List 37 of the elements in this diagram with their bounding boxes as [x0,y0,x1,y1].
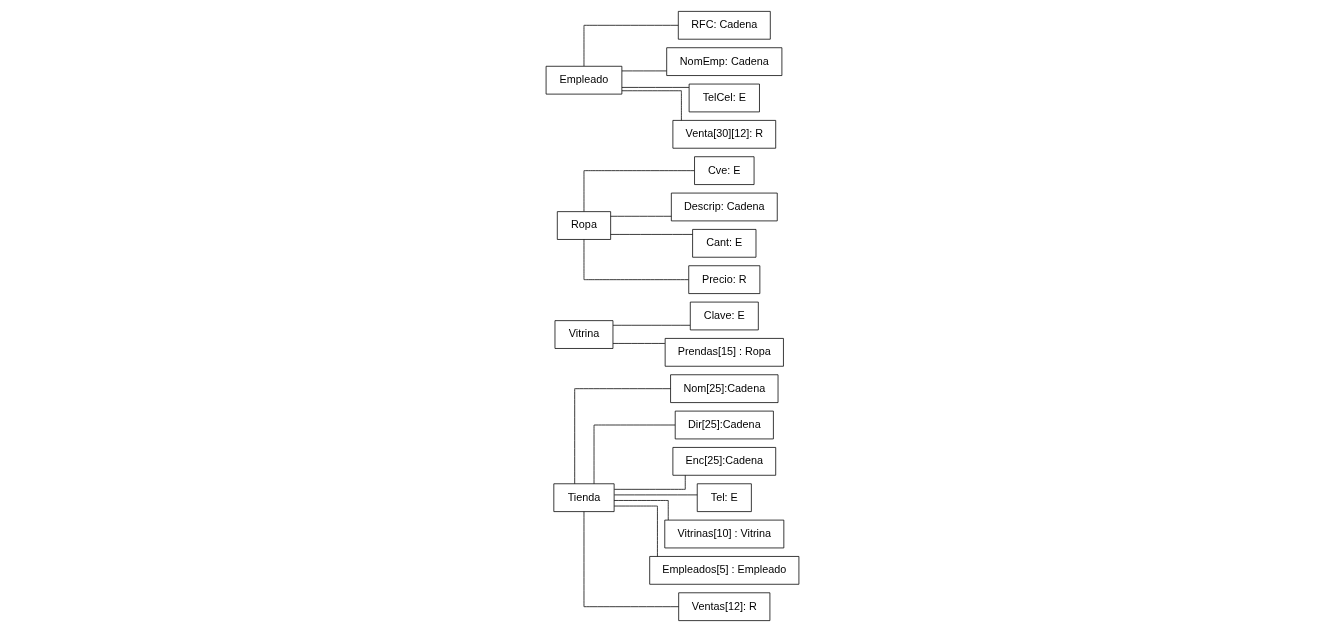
connector [593,424,675,485]
connector [612,324,690,326]
node-box: Tienda [552,483,614,512]
connector [613,500,669,521]
connector [613,474,686,490]
connector [612,343,665,344]
node-box: Ropa [556,211,611,240]
node-box: Empleado [545,65,622,95]
node-box: Empleados[5] : Empleado [648,556,799,585]
node-box: NomEmp: Cadena [665,47,782,76]
node-box: Enc[25]:Cadena [672,447,776,476]
node-box: Precio: R [687,265,760,294]
node-box: Dir[25]:Cadena [674,410,774,440]
node-box: Descrip: Cadena [670,192,778,222]
node-box: Vitrina [554,320,613,349]
node-box: Tel: E [696,483,752,512]
node-box: Nom[25]:Cadena [669,374,778,403]
node-box: Cant: E [691,229,756,258]
node-box: Prendas[15] : Ropa [664,338,784,367]
node-box: Vitrinas[10] : Vitrina [663,519,784,549]
connector [609,234,693,235]
connector [583,511,679,608]
connector [583,239,689,281]
connector [621,87,689,88]
node-box: Venta[30][12]: R [672,120,776,149]
connector [613,505,658,557]
node-box: Ventas[12]: R [677,592,770,621]
connector [621,90,682,121]
connector [583,24,679,67]
node-box: Clave: E [689,301,759,331]
node-box: RFC: Cadena [677,11,771,40]
node-box: TelCel: E [688,83,760,113]
connector [583,170,695,212]
connector [609,215,672,217]
connector [573,388,671,485]
connector [621,70,667,72]
node-box: Cve: E [693,156,754,185]
